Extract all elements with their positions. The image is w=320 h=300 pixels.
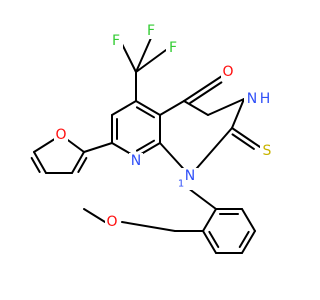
bond-furan-c7 [83,142,113,153]
n1-number-label: 1 [178,179,184,190]
bond-cf3-f-right [135,49,167,73]
pyrimidine-bond-nh-c2 [231,98,245,129]
bond-c2-thione-s-second-line [231,133,255,150]
pyridine-bond-c6-c5 [111,100,137,116]
carbonyl-oxygen-label: O [222,64,233,80]
carbonyl-oxygen-bg [221,64,235,80]
phenyl-bond-2 [241,208,256,232]
pyridine-nitrogen-bg [129,153,143,169]
phenyl-bond-5 [202,230,217,254]
bond-n1-phenyl [187,187,217,210]
n1-bg [176,168,198,190]
bond-cf3-f-left [121,43,137,73]
pyridine-nitrogen-label: N [131,153,141,169]
furan-bond-c5-c4-second-line [30,156,41,174]
thione-sulfur-bg [260,143,274,159]
pyrimidine-bond-c4-n3 [183,100,209,116]
bond-methoxy-o [121,221,176,232]
furan-oxygen-bg [54,127,68,143]
molecule-structure: O F F F O N H N N 1 S O [30,23,274,254]
thione-sulfur-label: S [263,143,272,159]
cf3-fluorine-top-label: F [147,23,155,39]
bond-methoxy-ch3 [83,208,106,223]
bond-layer [30,37,261,254]
phenyl-bond-3-second-line [238,230,250,249]
furan-bond-c5-c4 [33,151,47,174]
nh-hydrogen-label: H [260,91,271,107]
bond-c4-carbonyl-o-second-line [189,81,223,104]
nh-nitrogen-label: N [247,91,257,107]
furan-bond-c3-c2-second-line [77,156,88,174]
phenyl-bond-6 [202,208,217,232]
cf3-fluorine-right-label: F [169,40,177,56]
atom-label-layer: O F F F O N H N N 1 S O [54,23,274,230]
phenyl-bond-5-second-line [208,230,220,249]
phenyl-bond-3 [241,230,256,254]
bond-cf3-f-top [135,37,152,73]
pyridine-bond-c5-c4a [135,100,161,116]
furan-bond-c3-c2 [71,151,85,174]
nh-bg [244,91,274,107]
bond-c4-carbonyl-o [183,75,223,102]
methoxy-oxygen-bg [105,214,119,230]
pyrimidine-bond-c4a-c4 [159,100,185,116]
n1-nitrogen-label: N [185,168,195,184]
furan-oxygen-label: O [55,127,66,143]
cf3-fluorine-top-bg [144,23,158,39]
methoxy-oxygen-label: O [106,214,117,230]
cf3-fluorine-right-bg [166,40,180,56]
bond-c2-thione-s [231,127,261,148]
pyridine-bond-c5-c4a-second-line [135,106,156,119]
pyrimidine-bond-n3-nh [207,98,245,116]
pyridine-bond-c8a-n8-second-line [135,139,156,152]
cf3-fluorine-left-label: F [112,33,120,49]
cf3-fluorine-left-bg [109,33,123,49]
